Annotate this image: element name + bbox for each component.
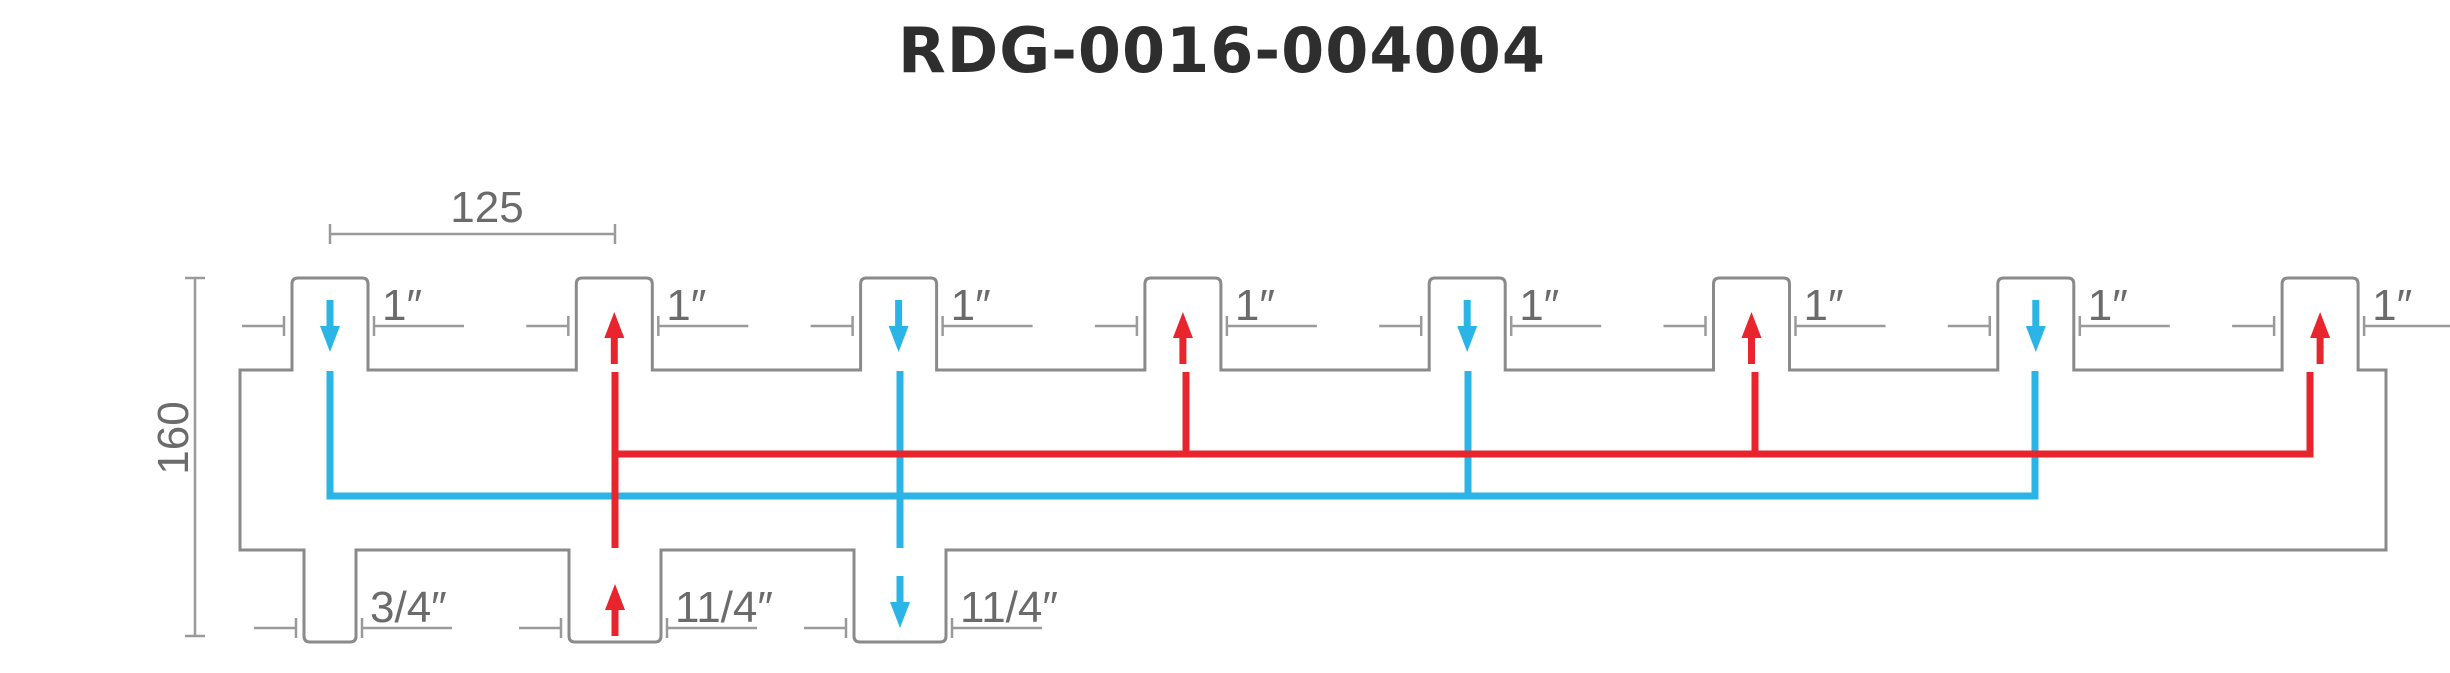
bottom-port-size-label-group: 11/4″ (804, 583, 1058, 638)
bottom-port-size-label: 11/4″ (675, 583, 773, 632)
top-port-size-label-group: 1″ (2232, 281, 2450, 336)
diagram-title: RDG-0016-004004 (898, 14, 1546, 87)
top-port-size-label: 1″ (2088, 281, 2128, 330)
height-dimension: 160 (149, 276, 205, 638)
up-arrow-icon (604, 312, 625, 364)
top-port-1: 1″ (242, 281, 464, 352)
top-port-6: 1″ (1663, 281, 1886, 364)
bottom-port-size-label-group: 11/4″ (519, 583, 773, 638)
bottom-port-size-label: 11/4″ (960, 583, 1058, 632)
top-port-size-label-group: 1″ (526, 281, 749, 336)
return-header-line (611, 372, 2314, 548)
up-arrow-icon (1741, 312, 1762, 364)
height-dimension-label: 160 (149, 401, 198, 474)
bottom-port-size-label: 3/4″ (370, 583, 447, 632)
bottom-ports: 3/4″ 11/4″ 11/4″ (254, 576, 1058, 638)
top-port-size-label: 1″ (1519, 281, 1559, 330)
top-port-size-label: 1″ (1804, 281, 1844, 330)
bottom-port-size-label-group: 3/4″ (254, 583, 452, 638)
top-port-size-label: 1″ (2372, 281, 2412, 330)
top-port-2: 1″ (526, 281, 749, 364)
down-arrow-icon (320, 300, 340, 352)
top-port-size-label: 1″ (382, 281, 422, 330)
bottom-port-2: 11/4″ (519, 583, 773, 638)
top-port-7: 1″ (1947, 281, 2170, 352)
up-arrow-icon (1172, 312, 1193, 364)
top-port-4: 1″ (1094, 281, 1317, 364)
top-port-size-label-group: 1″ (810, 281, 1033, 336)
down-arrow-icon (1457, 300, 1478, 352)
down-arrow-icon (888, 300, 909, 352)
top-port-size-label-group: 1″ (1947, 281, 2170, 336)
top-port-size-label: 1″ (951, 281, 991, 330)
spacing-dimension-label: 125 (450, 183, 523, 232)
down-arrow-icon (2025, 300, 2046, 352)
flow-lines (326, 371, 2314, 548)
top-port-size-label-group: 1″ (242, 281, 464, 336)
spacing-dimension: 125 (328, 183, 617, 244)
top-port-3: 1″ (810, 281, 1033, 352)
up-arrow-icon (2310, 312, 2331, 364)
top-port-size-label: 1″ (1235, 281, 1275, 330)
bottom-port-3: 11/4″ (804, 576, 1058, 638)
top-port-8: 1″ (2232, 281, 2450, 364)
top-ports: 1″ 1″ 1″ 1″ 1″ 1″ 1″ 1″ (242, 281, 2450, 364)
top-port-size-label-group: 1″ (1379, 281, 1602, 336)
top-port-size-label-group: 1″ (1094, 281, 1317, 336)
top-port-5: 1″ (1379, 281, 1602, 352)
bottom-port-1: 3/4″ (254, 583, 452, 638)
manifold-body-outline (238, 276, 2388, 644)
up-arrow-icon (605, 584, 625, 636)
top-port-size-label: 1″ (666, 281, 706, 330)
top-port-size-label-group: 1″ (1663, 281, 1886, 336)
down-arrow-icon (890, 576, 910, 628)
supply-header-line (326, 371, 2039, 500)
